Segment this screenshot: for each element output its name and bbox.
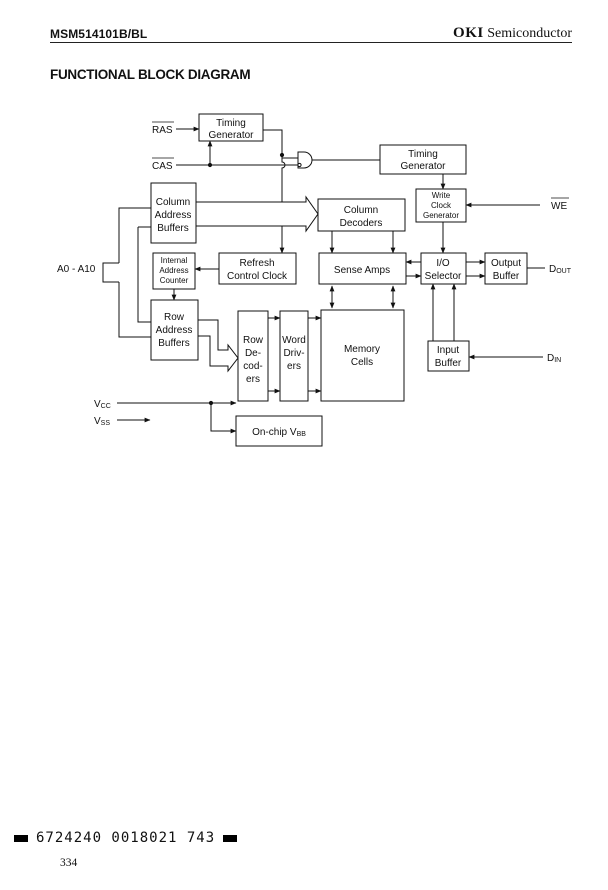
sense-amps-block [318, 252, 407, 285]
row-bus-arrow [197, 319, 239, 373]
column-bus-arrow [195, 195, 319, 233]
brand-logo: OKI Semiconductor [453, 25, 572, 42]
din-label: DIN [547, 353, 561, 364]
timing1-down [279, 158, 286, 254]
address-bus [102, 262, 119, 283]
barcode-block-right [223, 834, 238, 842]
vcc-label: VCC [94, 399, 111, 410]
sense-amps-label: Sense Amps [334, 265, 390, 276]
cas-label: CAS [152, 161, 173, 172]
we-label: WE [551, 201, 567, 212]
header-rule [50, 42, 572, 43]
address-label: A0 - A10 [57, 264, 96, 275]
page-number: 334 [60, 857, 78, 869]
row-decoders-block [237, 310, 269, 402]
page-title: FUNCTIONAL BLOCK DIAGRAM [50, 67, 251, 82]
ras-label: RAS [152, 125, 173, 136]
vss-label: VSS [94, 416, 110, 427]
onchip-vbb-label: On-chip VBB [252, 427, 306, 438]
and-gate [297, 151, 313, 169]
timing1-out [263, 129, 298, 159]
brand-suffix: Semiconductor [487, 26, 572, 41]
barcode-strip: 6724240 0018021 743 [14, 830, 238, 846]
column-decoders-block [317, 198, 406, 232]
barcode-text: 6724240 0018021 743 [36, 830, 216, 846]
part-number: MSM514101B/BL [50, 27, 148, 41]
barcode-block-left [14, 834, 28, 842]
memory-cells-block [320, 309, 405, 402]
word-drivers-block [279, 310, 309, 402]
brand-name: OKI [453, 25, 484, 41]
dout-label: DOUT [549, 264, 572, 275]
